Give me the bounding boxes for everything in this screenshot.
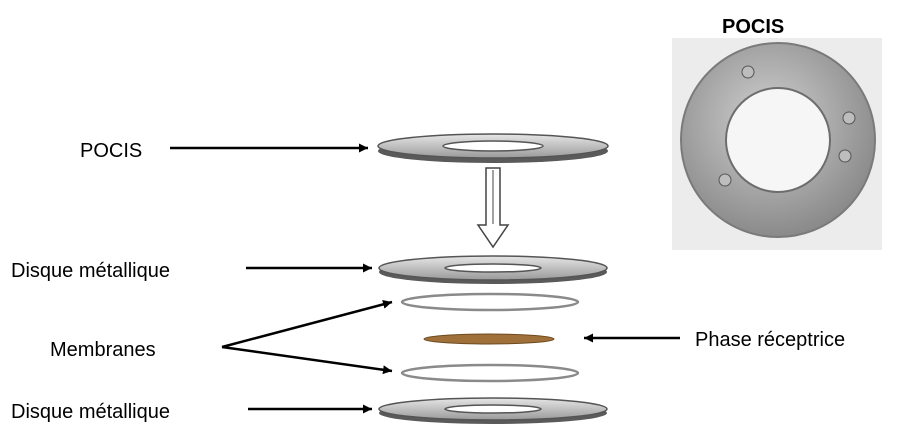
photo-screw bbox=[838, 149, 852, 163]
label-phase: Phase réceptrice bbox=[695, 329, 845, 351]
arrow-membrane-lower bbox=[221, 345, 393, 375]
receiving-phase bbox=[423, 333, 555, 345]
arrow-membrane-upper bbox=[221, 299, 393, 349]
double-down-arrow-icon bbox=[476, 167, 510, 249]
photo-screw bbox=[741, 65, 755, 79]
photo-title: POCIS bbox=[722, 16, 784, 38]
photo-hole bbox=[725, 87, 831, 193]
pocis-photo bbox=[672, 38, 882, 250]
label-membranes: Membranes bbox=[50, 339, 156, 361]
label-disque-top: Disque métallique bbox=[11, 260, 170, 282]
metal-disc-top bbox=[378, 255, 608, 284]
label-pocis: POCIS bbox=[80, 140, 142, 162]
membrane-upper bbox=[400, 292, 580, 312]
pocis-disc bbox=[377, 133, 609, 163]
metal-disc-bottom bbox=[378, 397, 608, 424]
photo-screw bbox=[842, 111, 856, 125]
photo-screw bbox=[718, 173, 732, 187]
membrane-lower bbox=[400, 363, 580, 383]
label-disque-bottom: Disque métallique bbox=[11, 401, 170, 423]
